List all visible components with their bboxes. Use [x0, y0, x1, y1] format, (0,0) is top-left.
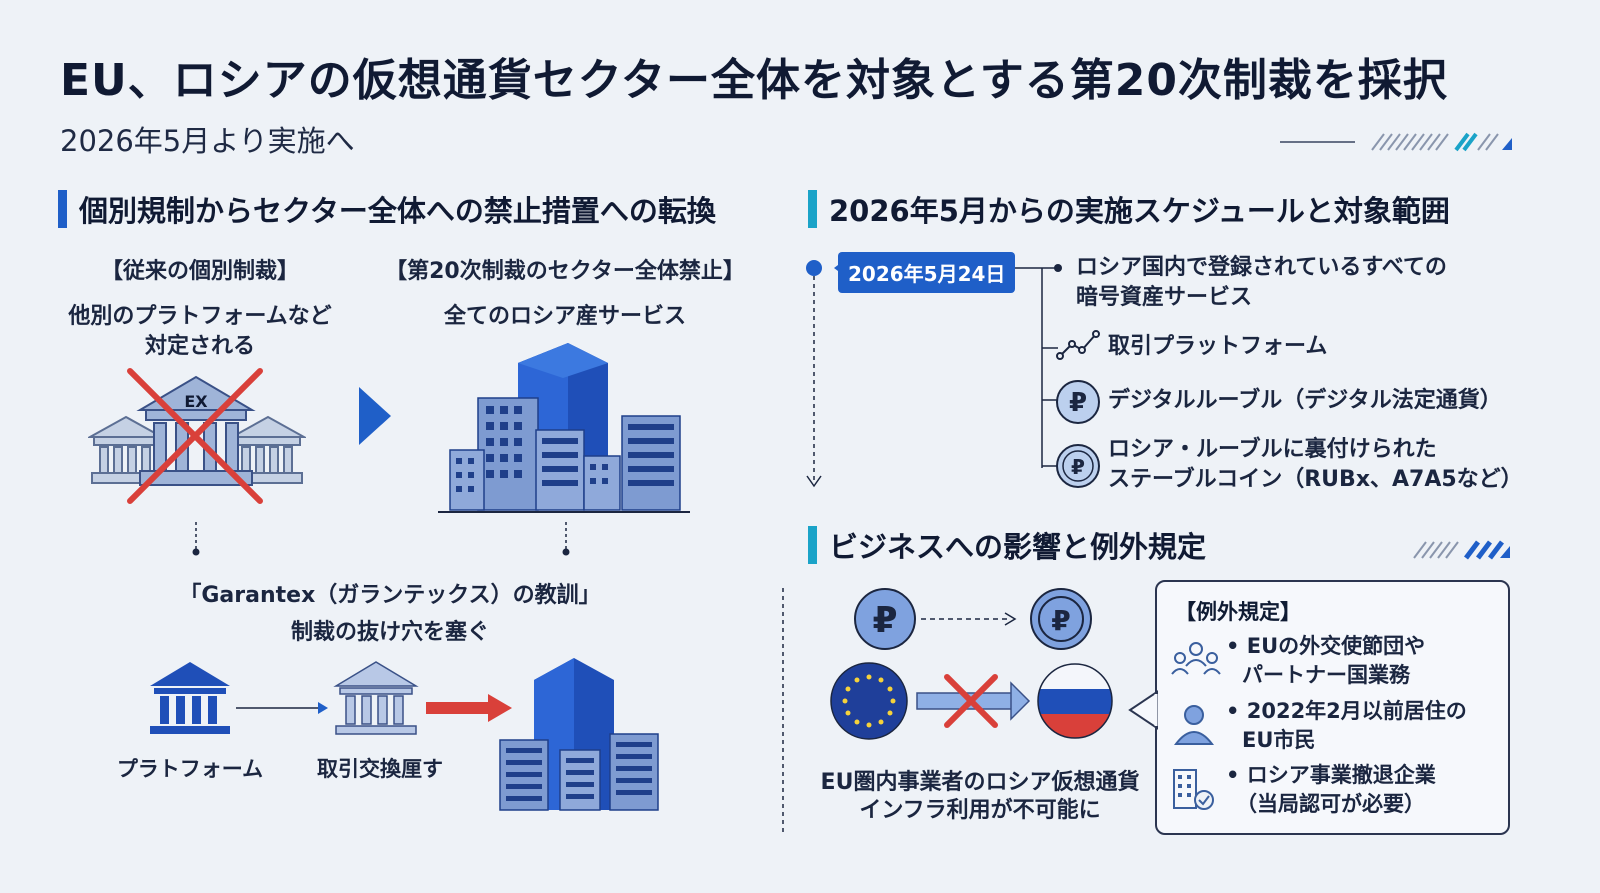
left-section-heading-text: 個別規制からセクター全体への禁止措置への転換: [79, 194, 716, 228]
exception-line: EU市民: [1242, 728, 1316, 752]
scope-item-trading-platform: 取引プラットフォーム: [1108, 334, 1328, 359]
impact-section-heading: ビジネスへの影響と例外規定: [808, 524, 1206, 566]
heading-accent-bar: [58, 190, 67, 228]
schedule-section-heading-text: 2026年5月からの実施スケジュールと対象範囲: [829, 194, 1450, 228]
loophole-text: 制裁の抜け穴を塞ぐ: [290, 620, 489, 645]
blocked-flow-arrow-icon: [916, 681, 1031, 721]
ruble-symbol: ₽: [1069, 388, 1087, 418]
small-building-left-icon: [449, 449, 485, 511]
impact-caption-1: EU圏内事業者のロシア仮想通貨: [820, 770, 1140, 795]
withdrawn-company-icon: [1173, 769, 1214, 810]
new-sanctions-label: 【第20次制裁のセクター全体禁止】: [385, 259, 745, 284]
exceptions-box: [1155, 580, 1510, 835]
exception-line: （当局認可が必要）: [1236, 792, 1425, 816]
red-arrow-icon: [426, 694, 512, 722]
diplomats-group-icon: [1171, 642, 1221, 675]
decorative-hatch-impact: [1413, 540, 1510, 560]
impact-divider: [782, 588, 784, 836]
schedule-section-heading: 2026年5月からの実施スケジュールと対象範囲: [808, 188, 1450, 230]
new-sanctions-desc: 全てのロシア産サービス: [443, 304, 686, 329]
decorative-hatch-top: [1280, 132, 1512, 152]
crossed-banks-illustration: EX: [88, 368, 306, 504]
red-cross-icon: [127, 368, 263, 504]
exception-line: • EUの外交使節団や: [1226, 634, 1426, 658]
scope-item-line: 暗号資産サービス: [1076, 285, 1253, 310]
trading-chart-icon: [1056, 330, 1100, 360]
resident-person-icon: [1173, 705, 1215, 745]
timeline-connectors: [806, 260, 1062, 488]
platform-bank-icon: [150, 662, 230, 734]
scope-item-line: ロシア・ルーブルに裏付けられた: [1108, 437, 1437, 462]
bank-right-icon: [228, 415, 306, 484]
impact-caption-2: インフラ利用が不可能に: [859, 798, 1101, 823]
lesson-connectors: [192, 522, 570, 556]
scope-item-digital-ruble: デジタルルーブル（デジタル法定通貨）: [1108, 388, 1502, 413]
city-buildings-illustration: [438, 343, 690, 513]
exception-line: • ロシア事業撤退企業: [1226, 763, 1436, 787]
impact-section-heading-text: ビジネスへの影響と例外規定: [829, 530, 1207, 564]
destination-buildings-icon: [499, 658, 659, 811]
scope-item-stablecoins: ロシア・ルーブルに裏付けられた ステーブルコイン（RUBx、A7A5など）: [1108, 435, 1523, 495]
scope-item-line: ステーブルコイン（RUBx、A7A5など）: [1108, 467, 1523, 492]
eu-flag-icon: [830, 662, 908, 740]
scope-item-line: ロシア国内で登録されているすべての: [1076, 255, 1447, 280]
scope-item-crypto-services: ロシア国内で登録されているすべての 暗号資産サービス: [1076, 253, 1447, 313]
exchange-bank-icon: [333, 661, 419, 735]
stablecoin-symbol: ₽: [1051, 604, 1070, 637]
stablecoin-symbol: ₽: [1071, 455, 1085, 479]
old-sanctions-desc-1: 他別のプラトフォームなど: [68, 304, 332, 329]
ruble-coin-icon: ₽: [1056, 380, 1100, 424]
old-sanctions-desc-2: 対定される: [144, 334, 255, 359]
flow-platform-label: プラトフォーム: [116, 757, 264, 781]
exception-line: • 2022年2月以前居住の: [1226, 699, 1467, 723]
stablecoin-large-icon: ₽: [1030, 588, 1092, 650]
transition-arrow-icon: [359, 387, 391, 445]
heading-accent-bar: [808, 190, 817, 228]
exchange-badge: EX: [184, 392, 208, 411]
exception-eu-citizens: • 2022年2月以前居住の EU市民: [1226, 697, 1467, 755]
implementation-date-badge: 2026年5月24日: [838, 252, 1016, 293]
stablecoin-icon: ₽: [1056, 444, 1100, 488]
russia-flag-icon: [1037, 663, 1113, 739]
evasion-flow-illustration: [150, 658, 659, 811]
heading-accent-bar: [808, 526, 817, 564]
page-subtitle: 2026年5月より実施へ: [60, 124, 355, 158]
old-sanctions-label: 【従来の個別制裁】: [100, 259, 299, 284]
eu-russia-block-illustration: ₽ ₽: [830, 588, 1113, 740]
exception-line: パートナー国業務: [1242, 663, 1410, 687]
ruble-coin-large-icon: ₽: [854, 588, 916, 650]
page-title: EU、ロシアの仮想通貨セクター全体を対象とする第20次制裁を採択: [60, 55, 1448, 106]
ruble-symbol: ₽: [872, 600, 897, 641]
exceptions-box-pointer: [1128, 690, 1158, 730]
right-building-icon: [621, 415, 681, 511]
garantex-lesson: 「Garantex（ガランテックス）の教訓」: [179, 583, 601, 608]
exception-diplomatic: • EUの外交使節団や パートナー国業務: [1226, 632, 1425, 690]
exception-withdrawn-companies: • ロシア事業撤退企業 （当局認可が必要）: [1226, 761, 1436, 819]
flow-exchange-label: 取引交換厘す: [317, 757, 443, 781]
exceptions-title: 【例外規定】: [1175, 600, 1301, 624]
block-cross-icon: [944, 674, 998, 728]
bank-left-icon: [88, 415, 166, 484]
left-section-heading: 個別規制からセクター全体への禁止措置への転換: [58, 188, 716, 230]
